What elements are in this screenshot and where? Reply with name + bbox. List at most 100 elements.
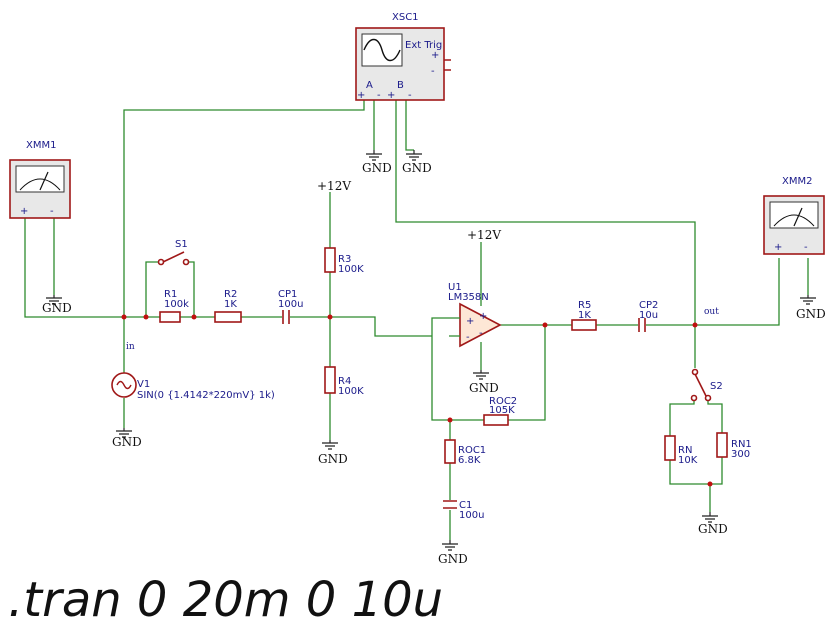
rn-value: 10K: [678, 455, 698, 466]
resistor-rn[interactable]: RN 10K: [664, 435, 698, 466]
gauge-arc-icon: [773, 214, 815, 227]
resistor-r4[interactable]: R4 100K: [324, 366, 364, 397]
r4-body: [324, 366, 336, 394]
sine-source-icon: [116, 380, 132, 390]
r1-body: [159, 311, 181, 323]
multimeter-xmm1[interactable]: XMM1 + -: [9, 140, 71, 219]
cp2-ref: CP2: [639, 300, 658, 311]
rn1-value: 300: [731, 449, 750, 460]
cp1-plates: [282, 310, 290, 324]
ground-icon: [442, 540, 458, 551]
supply-label-opamp: +12V: [467, 228, 501, 242]
ground-icon: [406, 150, 422, 161]
capacitor-c1[interactable]: C1 100u: [443, 500, 484, 521]
gnd-label: GND: [438, 552, 468, 566]
s2-common: [691, 368, 699, 376]
wire-scope-b: [395, 97, 696, 323]
net-label-in: in: [126, 342, 135, 352]
wire-feedback-right: [508, 325, 546, 421]
resistor-r1[interactable]: R1 100k: [159, 289, 189, 323]
v1-body: [111, 372, 137, 398]
xmm1-minus: -: [50, 206, 54, 217]
v1-ref: V1: [137, 379, 150, 390]
xsc1-trig-pins: [444, 59, 451, 71]
xsc1-b-plus: +: [387, 90, 395, 101]
r1-value: 100k: [164, 299, 189, 310]
cp1-value: 100u: [278, 299, 303, 310]
xmm1-plus: +: [20, 206, 28, 217]
r4-value: 100K: [338, 386, 364, 397]
gnd-label: GND: [402, 161, 432, 175]
xsc1-channel-a: A: [366, 80, 373, 91]
r4-ref: R4: [338, 376, 351, 387]
resistor-r2[interactable]: R2 1K: [214, 289, 242, 323]
wire-scope-a: [123, 97, 365, 317]
s1-lever: [162, 251, 185, 263]
r2-body: [214, 311, 242, 323]
cp1-ref: CP1: [278, 289, 297, 300]
opamp-vcc-pin: +: [479, 311, 487, 322]
opamp-vee-pin: -: [479, 328, 483, 339]
r2-value: 1K: [224, 299, 237, 310]
switch-s1[interactable]: S1: [157, 239, 190, 266]
gnd-label: GND: [42, 301, 72, 315]
switch-s2[interactable]: S2: [690, 368, 723, 402]
gnd-label: GND: [112, 435, 142, 449]
ground-icon: [46, 295, 62, 305]
oscilloscope-xsc1[interactable]: XSC1 Ext Trig + - A B + - + -: [355, 12, 451, 101]
junction-out: [692, 322, 698, 328]
opamp-triangle: [459, 302, 502, 348]
junction-loads: [707, 481, 713, 487]
resistor-roc2[interactable]: ROC2 105K: [483, 396, 517, 426]
s2-lever: [694, 373, 707, 397]
resistor-rn1[interactable]: RN1 300: [716, 432, 752, 460]
v1-value: SIN(0 {1.4142*220mV} 1k): [137, 390, 275, 401]
resistor-r5[interactable]: R5 1K: [571, 300, 597, 331]
xsc1-trig-plus: +: [431, 50, 439, 61]
gauge-arc-icon: [19, 178, 61, 191]
s1-contact-right: [182, 258, 190, 266]
wire-s1-right: [188, 261, 195, 317]
wire-rn-rn1-bottom: [669, 457, 723, 485]
ground-icon: [702, 512, 718, 523]
opamp-u1[interactable]: U1 LM358N + - + - +12V: [448, 228, 502, 348]
ground-xmm1: GND: [42, 295, 72, 315]
roc2-ref: ROC2: [489, 396, 517, 407]
xsc1-a-minus: -: [377, 90, 381, 101]
xsc1-ref: XSC1: [392, 12, 419, 23]
wire-input-line: [24, 218, 160, 318]
junction-in: [121, 314, 127, 320]
resistor-roc1[interactable]: ROC1 6.8K: [444, 439, 486, 466]
simulation-directive: .tran 0 20m 0 10u: [8, 572, 444, 628]
capacitor-cp1[interactable]: CP1 100u: [278, 289, 303, 324]
ground-c1: GND: [438, 540, 468, 566]
junction-divider: [327, 314, 333, 320]
opamp-minus-input: -: [466, 332, 470, 343]
r2-ref: R2: [224, 289, 237, 300]
opamp-plus-input: +: [466, 316, 474, 327]
wire-cp1-opamp: [290, 316, 432, 337]
cp2-value: 10u: [639, 310, 658, 321]
ground-opamp: GND: [469, 370, 499, 395]
roc1-value: 6.8K: [458, 455, 481, 466]
s2-contact-right: [704, 394, 712, 402]
multimeter-xmm2[interactable]: XMM2 + -: [763, 176, 825, 255]
resistor-r3[interactable]: R3 100K: [324, 247, 364, 275]
s1-contact-left: [157, 258, 165, 266]
rn1-ref: RN1: [731, 439, 752, 450]
junction-s1-left: [143, 314, 149, 320]
wires: [24, 97, 809, 540]
net-label-out: out: [704, 307, 719, 317]
wire-cp2-out: [646, 258, 780, 326]
roc1-body: [444, 439, 456, 464]
wire-s2-rn1: [707, 400, 723, 433]
cp2-plates: [638, 318, 646, 332]
r5-value: 1K: [578, 310, 591, 321]
gnd-label: GND: [318, 452, 348, 466]
rn1-body: [716, 432, 728, 458]
source-v1[interactable]: V1 SIN(0 {1.4142*220mV} 1k) in: [111, 342, 275, 401]
r1-ref: R1: [164, 289, 177, 300]
s1-ref: S1: [175, 239, 188, 250]
capacitor-cp2[interactable]: CP2 10u out: [638, 300, 719, 332]
